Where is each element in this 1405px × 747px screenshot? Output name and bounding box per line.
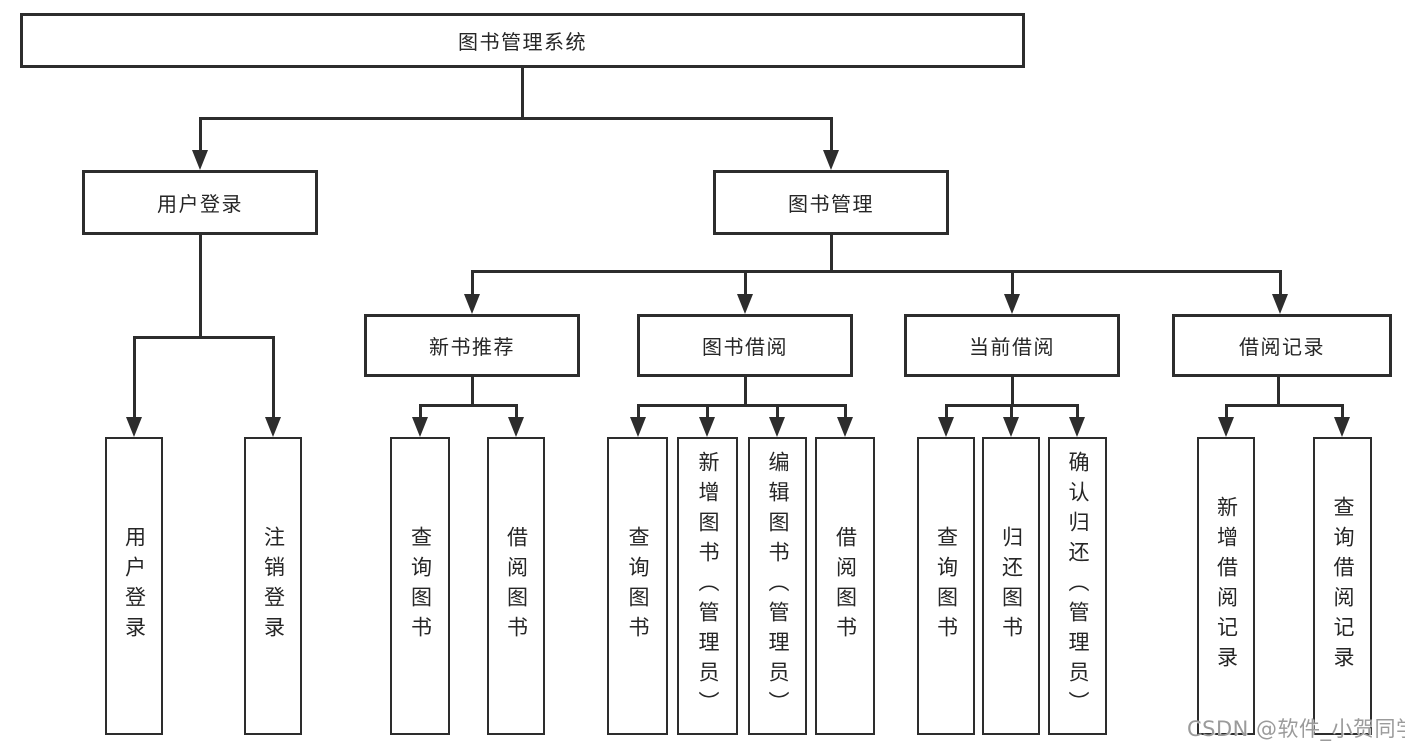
arrowhead-to-leaf-logout xyxy=(265,417,281,437)
leaf-user-login: 用户登录 xyxy=(105,437,163,735)
node-borrowing-records: 借阅记录 xyxy=(1172,314,1392,377)
arrowhead-to-current-borrowing xyxy=(1004,294,1020,314)
connector-root-split xyxy=(198,116,833,120)
connector-book-borrowing-split xyxy=(636,403,847,407)
arrowhead-to-book-management xyxy=(823,150,839,170)
node-library-management-system: 图书管理系统 xyxy=(20,13,1025,68)
connector-leaf xyxy=(514,405,518,419)
connector-to-current-borrowing xyxy=(1010,271,1014,296)
arrowhead-leaf xyxy=(1218,417,1234,437)
connector-book-borrowing-stem xyxy=(743,377,747,405)
arrowhead-to-leaf-user-login xyxy=(126,417,142,437)
leaf-borrow-books-borrow: 借阅图书 xyxy=(815,437,875,735)
connector-borrowing-records-split xyxy=(1224,403,1344,407)
connector-leaf xyxy=(1340,405,1344,419)
csdn-watermark: CSDN @软件_小贺同学 xyxy=(1187,717,1405,741)
connector-to-book-borrowing xyxy=(743,271,747,296)
connector-leaf xyxy=(418,405,422,419)
arrowhead-to-user-login xyxy=(192,150,208,170)
connector-to-leaf-logout xyxy=(271,337,275,420)
connector-current-borrowing-stem xyxy=(1010,377,1014,405)
node-book-borrowing: 图书借阅 xyxy=(637,314,853,377)
arrowhead-to-new-book xyxy=(464,294,480,314)
connector-leaf xyxy=(705,405,709,419)
connector-leaf xyxy=(1075,405,1079,419)
leaf-edit-books-admin: 编辑图书（管理员） xyxy=(748,437,807,735)
connector-new-book-stem xyxy=(470,377,474,405)
connector-level3-split xyxy=(470,269,1282,273)
connector-leaf xyxy=(775,405,779,419)
arrowhead-leaf xyxy=(508,417,524,437)
arrowhead-to-book-borrowing xyxy=(737,294,753,314)
leaf-add-books-admin: 新增图书（管理员） xyxy=(677,437,738,735)
arrowhead-leaf xyxy=(837,417,853,437)
arrowhead-leaf xyxy=(699,417,715,437)
connector-to-borrowing-records xyxy=(1278,271,1282,296)
connector-book-management-stem xyxy=(829,235,833,271)
connector-to-book-management xyxy=(829,118,833,152)
node-current-borrowing: 当前借阅 xyxy=(904,314,1120,377)
connector-user-login-stem xyxy=(198,235,202,337)
arrowhead-leaf xyxy=(630,417,646,437)
leaf-query-books-recommend: 查询图书 xyxy=(390,437,450,735)
connector-to-new-book xyxy=(470,271,474,296)
connector-leaf xyxy=(1224,405,1228,419)
connector-borrowing-records-stem xyxy=(1276,377,1280,405)
connector-leaf xyxy=(944,405,948,419)
arrowhead-leaf xyxy=(769,417,785,437)
connector-leaf xyxy=(636,405,640,419)
leaf-return-books: 归还图书 xyxy=(982,437,1040,735)
arrowhead-to-borrowing-records xyxy=(1272,294,1288,314)
node-book-management: 图书管理 xyxy=(713,170,949,235)
connector-root-stem xyxy=(520,68,524,118)
arrowhead-leaf xyxy=(1334,417,1350,437)
arrowhead-leaf xyxy=(412,417,428,437)
node-user-login: 用户登录 xyxy=(82,170,318,235)
connector-leaf xyxy=(843,405,847,419)
node-new-book-recommendation: 新书推荐 xyxy=(364,314,580,377)
connector-user-login-split xyxy=(132,335,275,339)
arrowhead-leaf xyxy=(938,417,954,437)
arrowhead-leaf xyxy=(1003,417,1019,437)
leaf-borrow-books-recommend: 借阅图书 xyxy=(487,437,545,735)
leaf-confirm-return-admin: 确认归还（管理员） xyxy=(1048,437,1107,735)
leaf-add-borrow-record: 新增借阅记录 xyxy=(1197,437,1255,735)
leaf-query-borrow-record: 查询借阅记录 xyxy=(1313,437,1372,735)
arrowhead-leaf xyxy=(1069,417,1085,437)
leaf-query-books-current: 查询图书 xyxy=(917,437,975,735)
connector-to-user-login xyxy=(198,118,202,152)
connector-leaf xyxy=(1009,405,1013,419)
leaf-query-books-borrow: 查询图书 xyxy=(607,437,668,735)
connector-to-leaf-user-login xyxy=(132,337,136,420)
leaf-logout: 注销登录 xyxy=(244,437,302,735)
connector-new-book-split xyxy=(418,403,518,407)
